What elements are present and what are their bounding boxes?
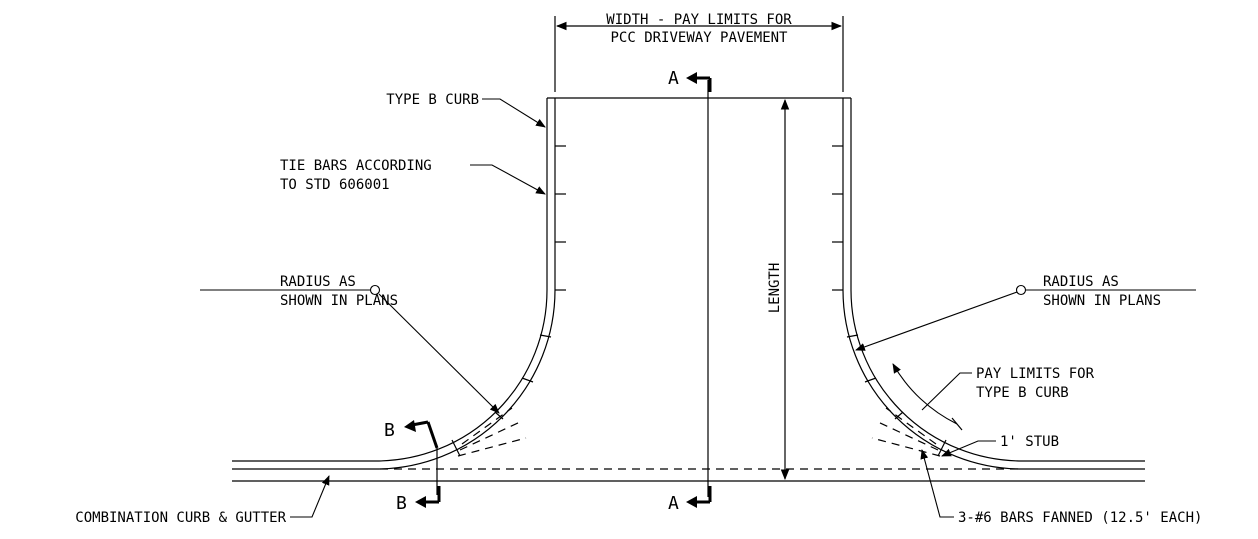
tie-bars-label-line1: TIE BARS ACCORDING [280, 158, 432, 174]
tie-bars-label-line2: TO STD 606001 [280, 177, 390, 193]
radius-left-line2: SHOWN IN PLANS [280, 293, 398, 309]
callout-stub: 1' STUB [941, 434, 1059, 457]
callout-combination-curb: COMBINATION CURB & GUTTER [75, 475, 330, 526]
type-b-curb-label: TYPE B CURB [386, 92, 479, 108]
callout-tie-bars: TIE BARS ACCORDING TO STD 606001 [280, 158, 546, 195]
bars-fanned-label: 3-#6 BARS FANNED (12.5' EACH) [958, 510, 1202, 526]
section-b: B B [384, 420, 441, 514]
driveway-outline [375, 97, 1023, 470]
radius-right-line2: SHOWN IN PLANS [1043, 293, 1161, 309]
width-dimension: WIDTH - PAY LIMITS FOR PCC DRIVEWAY PAVE… [554, 12, 844, 92]
combination-curb-gutter [232, 460, 1145, 482]
callout-radius-left: RADIUS AS SHOWN IN PLANS [200, 274, 500, 414]
pay-limits-line2: TYPE B CURB [976, 385, 1069, 401]
section-b-top-label: B [384, 420, 395, 441]
section-b-bottom-label: B [396, 493, 407, 514]
pay-limits-line1: PAY LIMITS FOR [976, 366, 1095, 382]
fanned-bars-right [871, 407, 947, 457]
length-dimension: LENGTH [767, 98, 790, 481]
combination-curb-label: COMBINATION CURB & GUTTER [75, 510, 286, 526]
section-a-bottom-label: A [668, 493, 679, 514]
fanned-bars-left [451, 407, 527, 457]
tie-bar-ticks [494, 145, 904, 420]
stub-label: 1' STUB [1000, 434, 1059, 450]
length-label: LENGTH [767, 263, 783, 314]
section-a-top-label: A [668, 68, 679, 89]
callout-type-b-curb: TYPE B CURB [386, 92, 546, 128]
width-label-line2: PCC DRIVEWAY PAVEMENT [610, 30, 788, 46]
callout-radius-right: RADIUS AS SHOWN IN PLANS [855, 274, 1196, 351]
section-a: A A [668, 68, 712, 514]
callout-bars-fanned: 3-#6 BARS FANNED (12.5' EACH) [920, 449, 1202, 526]
width-label-line1: WIDTH - PAY LIMITS FOR [606, 12, 792, 28]
radius-left-line1: RADIUS AS [280, 274, 356, 290]
radius-right-line1: RADIUS AS [1043, 274, 1119, 290]
callout-pay-limits: PAY LIMITS FOR TYPE B CURB [892, 363, 1095, 431]
